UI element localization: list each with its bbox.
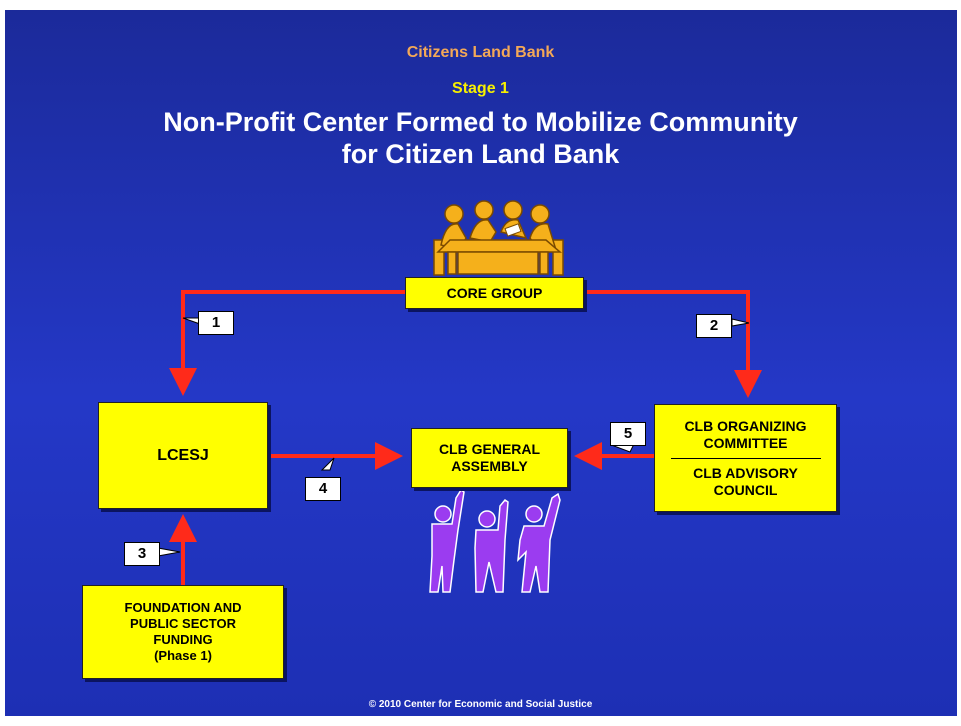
fund-line-4: (Phase 1) — [154, 648, 212, 663]
funding-box: FOUNDATION AND PUBLIC SECTOR FUNDING (Ph… — [82, 585, 284, 679]
callout-pointer-2 — [731, 318, 750, 327]
fund-line-3: FUNDING — [153, 632, 213, 647]
organizing-committee-box: CLB ORGANIZING COMMITTEE CLB ADVISORY CO… — [654, 404, 837, 512]
title-line-2: for Citizen Land Bank — [341, 139, 620, 169]
step-number-1: 1 — [198, 311, 234, 335]
callout-pointer-4 — [320, 457, 335, 471]
org-line-4: COUNCIL — [713, 481, 778, 498]
fund-line-2: PUBLIC SECTOR — [130, 616, 236, 631]
fund-line-1: FOUNDATION AND — [124, 600, 242, 615]
arrow-core-to-org — [582, 290, 762, 398]
assembly-line-1: CLB GENERAL — [438, 441, 541, 457]
org-line-1: CLB ORGANIZING — [684, 417, 807, 434]
org-line-3: CLB ADVISORY — [693, 464, 798, 481]
lcesj-box: LCESJ — [98, 402, 268, 509]
org-divider — [670, 457, 821, 459]
title-line-1: Non-Profit Center Formed to Mobilize Com… — [163, 107, 798, 137]
lcesj-label: LCESJ — [157, 447, 209, 464]
step-number-3: 3 — [124, 542, 160, 566]
org-line-2: COMMITTEE — [703, 434, 788, 451]
general-assembly-box: CLB GENERAL ASSEMBLY — [411, 428, 568, 488]
step-number-5: 5 — [610, 422, 646, 446]
core-group-box: CORE GROUP — [405, 277, 584, 309]
step-number-4: 4 — [305, 477, 341, 501]
topline-title: Citizens Land Bank — [406, 44, 555, 61]
stage-label: Stage 1 — [452, 80, 509, 97]
assembly-line-2: ASSEMBLY — [451, 458, 528, 474]
copyright-footer: © 2010 Center for Economic and Social Ju… — [368, 699, 593, 710]
page-title: Non-Profit Center Formed to Mobilize Com… — [0, 106, 961, 170]
step-number-2: 2 — [696, 314, 732, 338]
arrow-core-to-lcesj — [169, 290, 405, 396]
core-group-label: CORE GROUP — [446, 284, 543, 301]
